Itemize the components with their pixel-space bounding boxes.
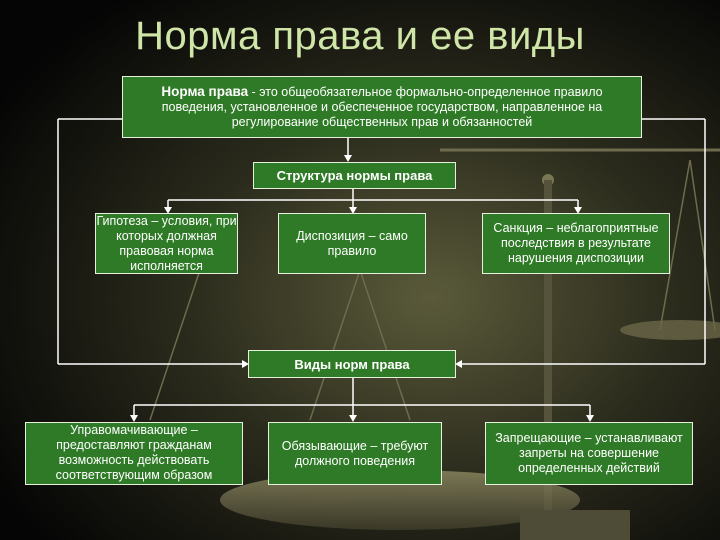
sanction-box: Санкция – неблагоприятные последствия в … <box>482 213 670 274</box>
definition-term: Норма права <box>161 84 249 99</box>
page-title: Норма права и ее виды <box>135 14 585 58</box>
types-header-box: Виды норм права <box>248 350 456 378</box>
hypothesis-box: Гипотеза – условия, при которых должная … <box>95 213 238 274</box>
authorizing-norm-box: Управомачивающие – предоставляют граждан… <box>25 422 243 485</box>
definition-box: Норма права - это общеобязательное форма… <box>122 76 642 138</box>
prohibiting-norm-box: Запрещающие – устанавливают запреты на с… <box>485 422 693 485</box>
disposition-box: Диспозиция – само правило <box>278 213 426 274</box>
definition-text: - это общеобязательное формально-определ… <box>161 85 603 129</box>
obligating-norm-box: Обязывающие – требуют должного поведения <box>268 422 442 485</box>
structure-header-box: Структура нормы права <box>253 162 456 189</box>
